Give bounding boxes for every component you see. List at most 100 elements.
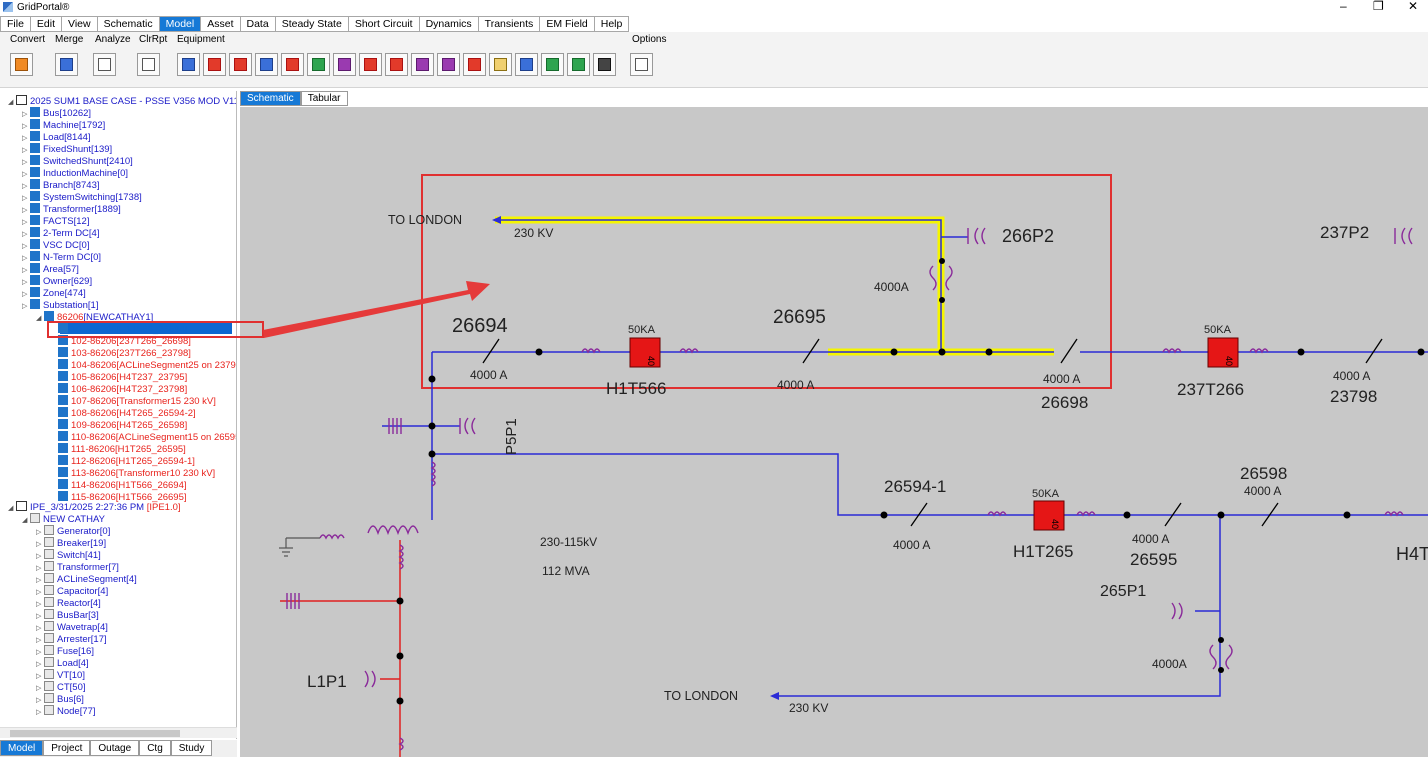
equip-capacitor-button[interactable] [333, 53, 356, 76]
tree-station-item[interactable]: ▷VT[10] [36, 669, 85, 681]
expand-icon[interactable]: ▷ [36, 613, 42, 620]
expand-icon[interactable]: ▷ [22, 111, 28, 118]
tree-subitem[interactable]: 111-86206[H1T265_26595] [50, 443, 186, 455]
equip-switch-button[interactable] [255, 53, 278, 76]
tree-project-root[interactable]: ◢IPE_3/31/2025 2:27:36 PM [IPE1.0] [8, 501, 181, 513]
tree-station-item[interactable]: ▷Capacitor[4] [36, 585, 108, 597]
close-button[interactable]: ✕ [1408, 0, 1419, 13]
equip-line-button[interactable] [307, 53, 330, 76]
minimize-button[interactable]: – [1340, 0, 1347, 13]
expand-icon[interactable]: ▷ [36, 697, 42, 704]
tree-station-item[interactable]: ▷Node[77] [36, 705, 96, 717]
expand-icon[interactable]: ▷ [36, 649, 42, 656]
expand-icon[interactable]: ▷ [22, 231, 28, 238]
tree-subitem[interactable]: 115-86206[H1T566_26695] [50, 491, 187, 503]
tree-item[interactable]: ▷Bus[10262] [22, 107, 91, 119]
analyze-button[interactable] [93, 53, 116, 76]
expand-icon[interactable]: ▷ [36, 553, 42, 560]
equip-node-button[interactable] [593, 53, 616, 76]
expand-icon[interactable]: ▷ [22, 303, 28, 310]
menu-schematic[interactable]: Schematic [97, 16, 160, 32]
tree-item[interactable]: ▷FixedShunt[139] [22, 143, 112, 155]
tree-subitem[interactable]: 104-86206[ACLineSegment25 on 23795 [50, 359, 236, 371]
equip-transformer-button[interactable] [281, 53, 304, 76]
tree-item[interactable]: ▷Load[8144] [22, 131, 91, 143]
tree-subitem[interactable]: 106-86206[H4T237_23798] [50, 383, 187, 395]
menu-short-circuit[interactable]: Short Circuit [348, 16, 420, 32]
menu-edit[interactable]: Edit [30, 16, 63, 32]
tab-outage[interactable]: Outage [90, 740, 140, 756]
menu-em-field[interactable]: EM Field [540, 16, 595, 32]
tree-subitem[interactable]: 109-86206[H4T265_26598] [50, 419, 187, 431]
expand-icon[interactable]: ▷ [36, 673, 42, 680]
clrrpt-button[interactable] [137, 53, 160, 76]
collapse-icon[interactable]: ◢ [8, 99, 14, 106]
tree-horizontal-scrollbar[interactable] [0, 727, 237, 738]
expand-icon[interactable]: ▷ [22, 291, 28, 298]
tree-subitem[interactable]: 101-86206[H1T566_26694] [50, 323, 187, 335]
equip-load-button[interactable] [515, 53, 538, 76]
scroll-thumb[interactable] [10, 730, 180, 737]
tree-station-item[interactable]: ▷Load[4] [36, 657, 89, 669]
tree-item[interactable]: ▷VSC DC[0] [22, 239, 89, 251]
tree-station-item[interactable]: ▷Arrester[17] [36, 633, 107, 645]
tab-model[interactable]: Model [0, 740, 44, 756]
tree-station-item[interactable]: ▷Transformer[7] [36, 561, 119, 573]
menu-dynamics[interactable]: Dynamics [419, 16, 479, 32]
tree-subitem[interactable]: 112-86206[H1T265_26594-1] [50, 455, 195, 467]
tree-station-item[interactable]: ▷Reactor[4] [36, 597, 101, 609]
expand-icon[interactable]: ▷ [36, 589, 42, 596]
tree-station-item[interactable]: ▷Generator[0] [36, 525, 110, 537]
tree-subitem[interactable]: 105-86206[H4T237_23795] [50, 371, 187, 383]
tree-substation[interactable]: ◢86206[NEWCATHAY1] [36, 311, 153, 323]
expand-icon[interactable]: ▷ [22, 183, 28, 190]
expand-icon[interactable]: ▷ [22, 171, 28, 178]
tab-tabular[interactable]: Tabular [300, 91, 348, 106]
tree-station-item[interactable]: ▷Breaker[19] [36, 537, 106, 549]
tree-item[interactable]: ▷FACTS[12] [22, 215, 89, 227]
tab-schematic[interactable]: Schematic [240, 91, 301, 106]
tree-station-item[interactable]: ▷Fuse[16] [36, 645, 94, 657]
merge-button[interactable] [55, 53, 78, 76]
menu-asset[interactable]: Asset [201, 16, 241, 32]
restore-button[interactable]: ❐ [1373, 0, 1384, 13]
tree-station-item[interactable]: ▷Switch[41] [36, 549, 101, 561]
expand-icon[interactable]: ▷ [22, 267, 28, 274]
equip-vt-button[interactable] [541, 53, 564, 76]
tab-project[interactable]: Project [43, 740, 91, 756]
tree-subitem[interactable]: 108-86206[H4T265_26594-2] [50, 407, 196, 419]
tree-subitem[interactable]: 114-86206[H1T566_26694] [50, 479, 187, 491]
equip-generator-button[interactable] [203, 53, 226, 76]
expand-icon[interactable]: ▷ [36, 661, 42, 668]
tree-item[interactable]: ▷N-Term DC[0] [22, 251, 101, 263]
menu-file[interactable]: File [0, 16, 31, 32]
tree-item[interactable]: ▷SystemSwitching[1738] [22, 191, 142, 203]
expand-icon[interactable]: ▷ [36, 601, 42, 608]
options-button[interactable] [630, 53, 653, 76]
equip-fuse-button[interactable] [463, 53, 486, 76]
expand-icon[interactable]: ▷ [36, 685, 42, 692]
expand-icon[interactable]: ▷ [36, 529, 42, 536]
expand-icon[interactable]: ▷ [22, 219, 28, 226]
expand-icon[interactable]: ▷ [22, 195, 28, 202]
expand-icon[interactable]: ▷ [22, 243, 28, 250]
collapse-icon[interactable]: ◢ [36, 315, 42, 322]
collapse-icon[interactable]: ◢ [22, 517, 28, 524]
tree-station-item[interactable]: ▷Bus[6] [36, 693, 84, 705]
expand-icon[interactable]: ▷ [22, 135, 28, 142]
tree-subitem[interactable]: 102-86206[237T266_26698] [50, 335, 191, 347]
expand-icon[interactable]: ▷ [36, 637, 42, 644]
expand-icon[interactable]: ▷ [36, 577, 42, 584]
expand-icon[interactable]: ▷ [22, 255, 28, 262]
collapse-icon[interactable]: ◢ [8, 505, 14, 512]
expand-icon[interactable]: ▷ [22, 147, 28, 154]
equip-arrester-button[interactable] [437, 53, 460, 76]
equip-ct-button[interactable] [567, 53, 590, 76]
tree-station-item[interactable]: ▷Wavetrap[4] [36, 621, 108, 633]
tree-item[interactable]: ▷Machine[1792] [22, 119, 105, 131]
equip-wavetrap-button[interactable] [411, 53, 434, 76]
tree-item[interactable]: ▷Area[57] [22, 263, 79, 275]
tree-subitem[interactable]: 110-86206[ACLineSegment15 on 26595 [50, 431, 236, 443]
expand-icon[interactable]: ▷ [22, 123, 28, 130]
tree-item[interactable]: ▷2-Term DC[4] [22, 227, 99, 239]
